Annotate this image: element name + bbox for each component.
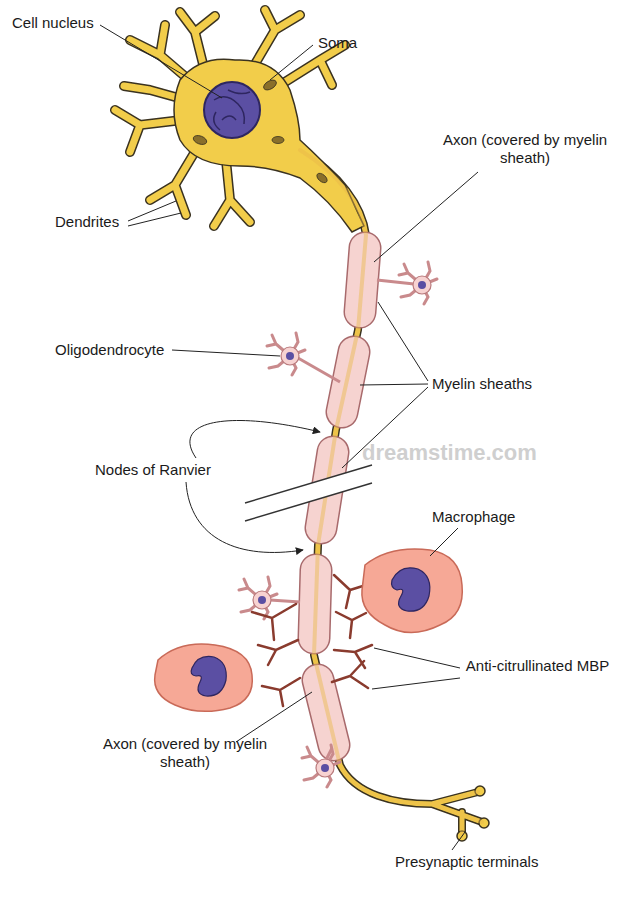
leader-lines	[100, 25, 478, 850]
callout-label: Axon (covered by myelin sheath)	[440, 131, 610, 167]
antibodies	[252, 575, 372, 706]
watermark: dreamstime.com	[362, 440, 537, 466]
callout-label: Nodes of Ranvier	[95, 461, 211, 479]
callout-label: Soma	[318, 34, 357, 52]
dendrites	[115, 10, 345, 226]
callout-label: Macrophage	[432, 508, 515, 526]
callout-label: Myelin sheaths	[432, 375, 532, 393]
callout-label: Presynaptic terminals	[395, 853, 538, 871]
callout-label: Dendrites	[55, 213, 119, 231]
macrophage-cell	[362, 549, 462, 633]
soma	[174, 59, 364, 232]
callout-label: Anti-citrullinated MBP	[455, 657, 620, 675]
oligodendrocytes	[239, 262, 437, 787]
axon-break	[245, 465, 372, 521]
callout-label: Oligodendrocyte	[55, 341, 164, 359]
callout-label: Cell nucleus	[12, 14, 94, 32]
callout-label: Axon (covered by myelin sheath)	[100, 735, 270, 771]
organelles	[192, 78, 329, 185]
macrophage-cell	[155, 644, 253, 711]
nucleus	[204, 82, 260, 138]
